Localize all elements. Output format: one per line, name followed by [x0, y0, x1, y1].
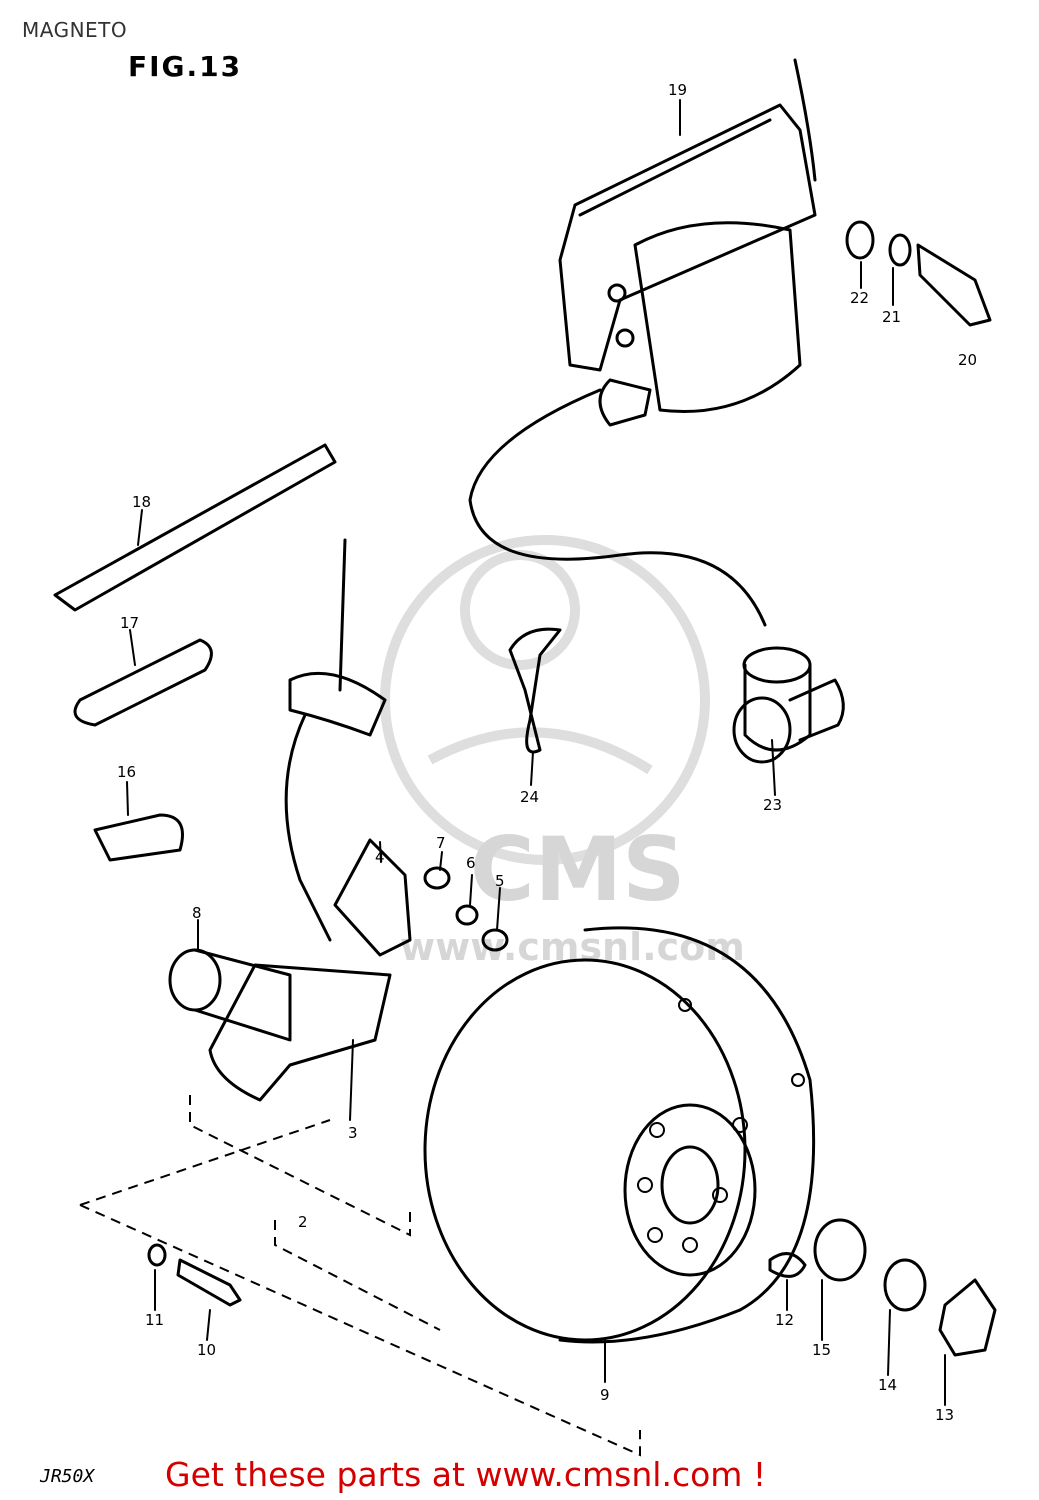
part-number-19: 19: [668, 81, 687, 99]
lock-washer-part: [888, 233, 912, 267]
wire-band-part: [53, 443, 337, 612]
part-number-11: 11: [145, 1311, 164, 1329]
part-number-24: 24: [520, 788, 539, 806]
key-part: [768, 1252, 807, 1278]
ignition-coil-part: [558, 58, 817, 414]
bracket-9: [274, 1220, 441, 1331]
part-number-9: 9: [600, 1386, 610, 1404]
part-number-8: 8: [192, 904, 202, 922]
figure-label: FIG.13: [128, 50, 243, 83]
part-number-5: 5: [495, 872, 505, 890]
flywheel-part: [423, 926, 816, 1344]
screw-5-part: [481, 928, 509, 952]
washer-6-part: [455, 904, 479, 926]
stator-assembly-part: [168, 948, 392, 1102]
part-number-16: 16: [117, 763, 136, 781]
part-number-2: 2: [298, 1213, 308, 1231]
part-number-3: 3: [348, 1124, 358, 1142]
part-number-17: 17: [120, 614, 139, 632]
bracket-1: [79, 1204, 641, 1457]
part-number-13: 13: [935, 1406, 954, 1424]
ignition-lead-wire: [468, 388, 767, 627]
watermark-site: www.cmsnl.com: [400, 925, 745, 969]
promo-link[interactable]: Get these parts at www.cmsnl.com !: [165, 1455, 767, 1494]
part-number-18: 18: [132, 493, 151, 511]
breaker-lead: [284, 713, 332, 942]
part-number-21: 21: [882, 308, 901, 326]
section-title: MAGNETO: [22, 18, 128, 42]
lead-boot: [598, 378, 652, 427]
washer-11-part: [147, 1243, 167, 1267]
washer-7-part: [423, 866, 451, 890]
part-number-14: 14: [878, 1376, 897, 1394]
part-number-23: 23: [763, 796, 782, 814]
washer-part: [845, 220, 875, 260]
clip-part: [508, 627, 562, 754]
part-number-4: 4: [375, 848, 385, 866]
lock-washer-14-part: [883, 1258, 927, 1312]
small-clamp-part: [93, 813, 184, 862]
screw-10-part: [176, 1258, 242, 1307]
part-number-12: 12: [775, 1311, 794, 1329]
breaker-wire: [338, 538, 347, 692]
part-number-10: 10: [197, 1341, 216, 1359]
grommet-part: [288, 671, 387, 737]
nut-13-part: [938, 1278, 997, 1357]
part-number-15: 15: [812, 1341, 831, 1359]
part-number-6: 6: [466, 854, 476, 872]
clamp-part: [73, 638, 213, 727]
coil-bolt-part: [916, 243, 992, 327]
part-number-22: 22: [850, 289, 869, 307]
spark-plug-cap-part: [732, 646, 845, 764]
cms-watermark: CMS www.cmsnl.com: [380, 535, 745, 969]
watermark-logo: CMS: [470, 818, 686, 921]
part-number-20: 20: [958, 351, 977, 369]
bracket-line: [79, 1119, 331, 1206]
model-code: JR50X: [40, 1466, 95, 1487]
part-number-7: 7: [436, 834, 446, 852]
contact-breaker-part: [333, 838, 412, 957]
washer-15-part: [813, 1218, 867, 1282]
